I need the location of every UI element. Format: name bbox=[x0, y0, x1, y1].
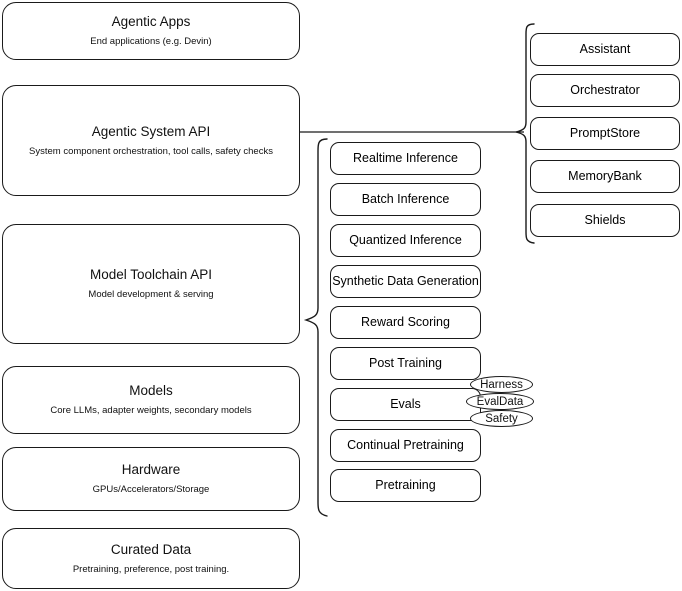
toolchain-label: Reward Scoring bbox=[361, 314, 450, 329]
eval-tag-label: Safety bbox=[485, 412, 518, 425]
layer-subtitle: End applications (e.g. Devin) bbox=[90, 36, 212, 47]
toolchain-box-synthetic-data-generation[interactable]: Synthetic Data Generation bbox=[330, 265, 481, 298]
toolchain-label: Evals bbox=[390, 396, 421, 411]
component-box-assistant[interactable]: Assistant bbox=[530, 33, 680, 66]
toolchain-box-continual-pretraining[interactable]: Continual Pretraining bbox=[330, 429, 481, 462]
layer-subtitle: System component orchestration, tool cal… bbox=[29, 145, 273, 157]
component-label: MemoryBank bbox=[568, 168, 642, 183]
layer-title: Model Toolchain API bbox=[89, 267, 213, 283]
toolchain-label: Realtime Inference bbox=[353, 150, 458, 165]
component-box-memorybank[interactable]: MemoryBank bbox=[530, 160, 680, 193]
component-label: Shields bbox=[584, 212, 626, 227]
layer-title: Agentic Apps bbox=[111, 14, 191, 30]
brace-toolchain-components bbox=[303, 136, 329, 520]
layer-title: Agentic System API bbox=[91, 123, 211, 139]
eval-tag-label: Harness bbox=[480, 378, 523, 391]
eval-tag-label: EvalData bbox=[476, 395, 524, 408]
layer-subtitle: GPUs/Accelerators/Storage bbox=[92, 484, 210, 495]
component-label: PromptStore bbox=[569, 125, 641, 140]
layer-box-agentic-system-api[interactable]: Agentic System API System component orch… bbox=[2, 85, 300, 196]
layer-subtitle: Model development & serving bbox=[88, 289, 214, 300]
connector-system-api-to-components bbox=[300, 124, 530, 142]
toolchain-box-pretraining[interactable]: Pretraining bbox=[330, 469, 481, 502]
toolchain-box-realtime-inference[interactable]: Realtime Inference bbox=[330, 142, 481, 175]
component-box-promptstore[interactable]: PromptStore bbox=[530, 117, 680, 150]
layer-box-hardware[interactable]: Hardware GPUs/Accelerators/Storage bbox=[2, 447, 300, 511]
eval-tag-harness[interactable]: Harness bbox=[470, 376, 533, 393]
component-box-shields[interactable]: Shields bbox=[530, 204, 680, 237]
layer-box-agentic-apps[interactable]: Agentic Apps End applications (e.g. Devi… bbox=[2, 2, 300, 60]
toolchain-label: Post Training bbox=[369, 355, 442, 370]
component-label: Orchestrator bbox=[570, 82, 640, 97]
eval-tag-evaldata[interactable]: EvalData bbox=[466, 393, 534, 410]
layer-title: Curated Data bbox=[110, 541, 192, 557]
toolchain-box-reward-scoring[interactable]: Reward Scoring bbox=[330, 306, 481, 339]
toolchain-label: Pretraining bbox=[375, 477, 436, 492]
layer-box-models[interactable]: Models Core LLMs, adapter weights, secon… bbox=[2, 366, 300, 434]
component-label: Assistant bbox=[579, 41, 631, 56]
layer-title: Hardware bbox=[121, 462, 181, 478]
toolchain-box-quantized-inference[interactable]: Quantized Inference bbox=[330, 224, 481, 257]
layer-subtitle: Pretraining, preference, post training. bbox=[72, 563, 230, 575]
toolchain-box-post-training[interactable]: Post Training bbox=[330, 347, 481, 380]
layer-title: Models bbox=[129, 383, 173, 399]
toolchain-label: Synthetic Data Generation bbox=[332, 273, 479, 288]
toolchain-box-batch-inference[interactable]: Batch Inference bbox=[330, 183, 481, 216]
toolchain-box-evals[interactable]: Evals bbox=[330, 388, 481, 421]
component-box-orchestrator[interactable]: Orchestrator bbox=[530, 74, 680, 107]
eval-tag-safety[interactable]: Safety bbox=[470, 410, 533, 427]
toolchain-label: Batch Inference bbox=[361, 191, 450, 206]
toolchain-label: Continual Pretraining bbox=[347, 437, 464, 452]
toolchain-label: Quantized Inference bbox=[349, 232, 462, 247]
layer-box-model-toolchain-api[interactable]: Model Toolchain API Model development & … bbox=[2, 224, 300, 344]
layer-box-curated-data[interactable]: Curated Data Pretraining, preference, po… bbox=[2, 528, 300, 589]
layer-subtitle: Core LLMs, adapter weights, secondary mo… bbox=[50, 405, 252, 416]
